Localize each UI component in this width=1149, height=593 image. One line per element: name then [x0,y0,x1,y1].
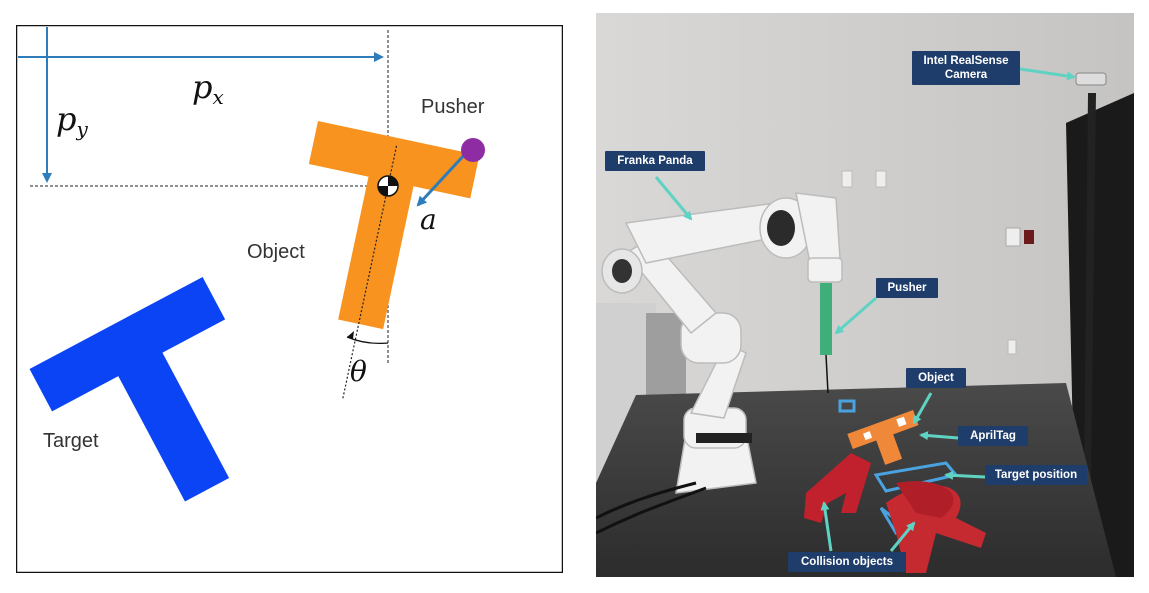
target-t-shape [29,276,230,502]
target-position-label: Target position [985,465,1087,485]
object-label: Object [247,241,305,263]
pusher-label: Pusher [421,96,485,118]
target-label: Target [43,430,99,452]
pusher-dot [461,138,485,162]
schematic-frame [16,25,563,573]
object-t-shape [308,121,480,401]
center-of-mass-icon [377,175,399,197]
px-label: px [192,68,224,109]
franka-label: Franka Panda [605,151,705,171]
robot-photo [596,13,1134,577]
apriltag-label: AprilTag [958,426,1028,446]
schematic-panel: px py Pusher a Object θ Target [16,25,563,573]
force-arrow [416,151,468,207]
camera-label: Intel RealSense Camera [912,51,1020,85]
schematic-diagram: px py Pusher a Object θ Target [16,25,563,573]
collision-objects-label: Collision objects [788,552,906,572]
robot-photo-panel: Intel RealSense Camera Franka Panda Push… [596,13,1134,577]
py-label: py [56,100,88,141]
pusher-photo-label: Pusher [876,278,938,298]
a-label: a [420,203,437,236]
theta-label: θ [350,355,367,388]
object-photo-label: Object [906,368,966,388]
theta-arc [346,336,389,345]
